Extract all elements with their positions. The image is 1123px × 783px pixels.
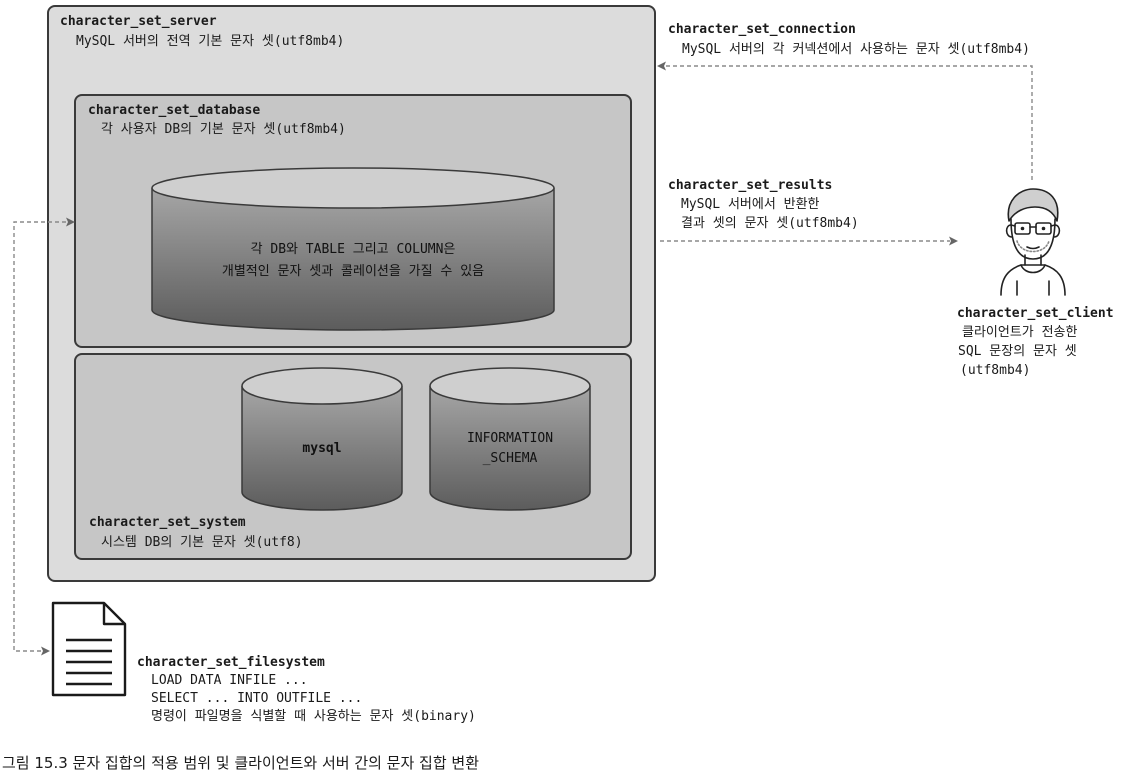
filesystem-line-1: LOAD DATA INFILE ... bbox=[151, 673, 308, 688]
results-desc-2: 결과 셋의 문자 셋(utf8mb4) bbox=[681, 216, 859, 231]
filesystem-title: character_set_filesystem bbox=[137, 655, 325, 670]
connection-title: character_set_connection bbox=[668, 22, 856, 37]
server-desc: MySQL 서버의 전역 기본 문자 셋(utf8mb4) bbox=[76, 34, 345, 49]
client-desc-2: SQL 문장의 문자 셋 bbox=[958, 344, 1077, 359]
document-icon bbox=[51, 601, 127, 697]
figure-caption: 그림 15.3 문자 집합의 적용 범위 및 클라이언트와 서버 간의 문자 집… bbox=[2, 754, 480, 772]
results-desc-1: MySQL 서버에서 반환한 bbox=[681, 197, 820, 212]
database-cylinder-label-2: 개별적인 문자 셋과 콜레이션을 가질 수 있음 bbox=[221, 264, 485, 279]
database-cylinder bbox=[151, 167, 555, 331]
information-schema-cylinder bbox=[429, 367, 591, 511]
results-arrowhead bbox=[949, 236, 958, 246]
mysql-cylinder bbox=[241, 367, 403, 511]
server-arrowhead bbox=[66, 217, 75, 227]
mysql-cylinder-label: mysql bbox=[302, 441, 342, 456]
information-schema-label-2: _SCHEMA bbox=[482, 451, 538, 466]
client-title: character_set_client bbox=[957, 306, 1114, 321]
user-avatar-icon bbox=[1000, 188, 1066, 296]
connection-desc: MySQL 서버의 각 커넥션에서 사용하는 문자 셋(utf8mb4) bbox=[682, 42, 1030, 57]
client-desc-1: 클라이언트가 전송한 bbox=[962, 325, 1078, 340]
system-desc: 시스템 DB의 기본 문자 셋(utf8) bbox=[101, 535, 303, 550]
client-desc-3: (utf8mb4) bbox=[960, 363, 1031, 378]
connection-arrowhead bbox=[657, 61, 666, 71]
information-schema-label-1: INFORMATION bbox=[466, 431, 554, 446]
system-title: character_set_system bbox=[89, 515, 246, 530]
results-title: character_set_results bbox=[668, 178, 833, 193]
database-cylinder-label-1: 각 DB와 TABLE 그리고 COLUMN은 bbox=[250, 242, 456, 257]
database-title: character_set_database bbox=[88, 103, 261, 118]
filesystem-line-2: SELECT ... INTO OUTFILE ... bbox=[151, 691, 363, 706]
server-title: character_set_server bbox=[60, 14, 217, 29]
filesystem-line-3: 명령이 파일명을 식별할 때 사용하는 문자 셋(binary) bbox=[151, 709, 476, 724]
filesystem-arrowhead bbox=[41, 646, 50, 656]
database-desc: 각 사용자 DB의 기본 문자 셋(utf8mb4) bbox=[101, 122, 346, 137]
